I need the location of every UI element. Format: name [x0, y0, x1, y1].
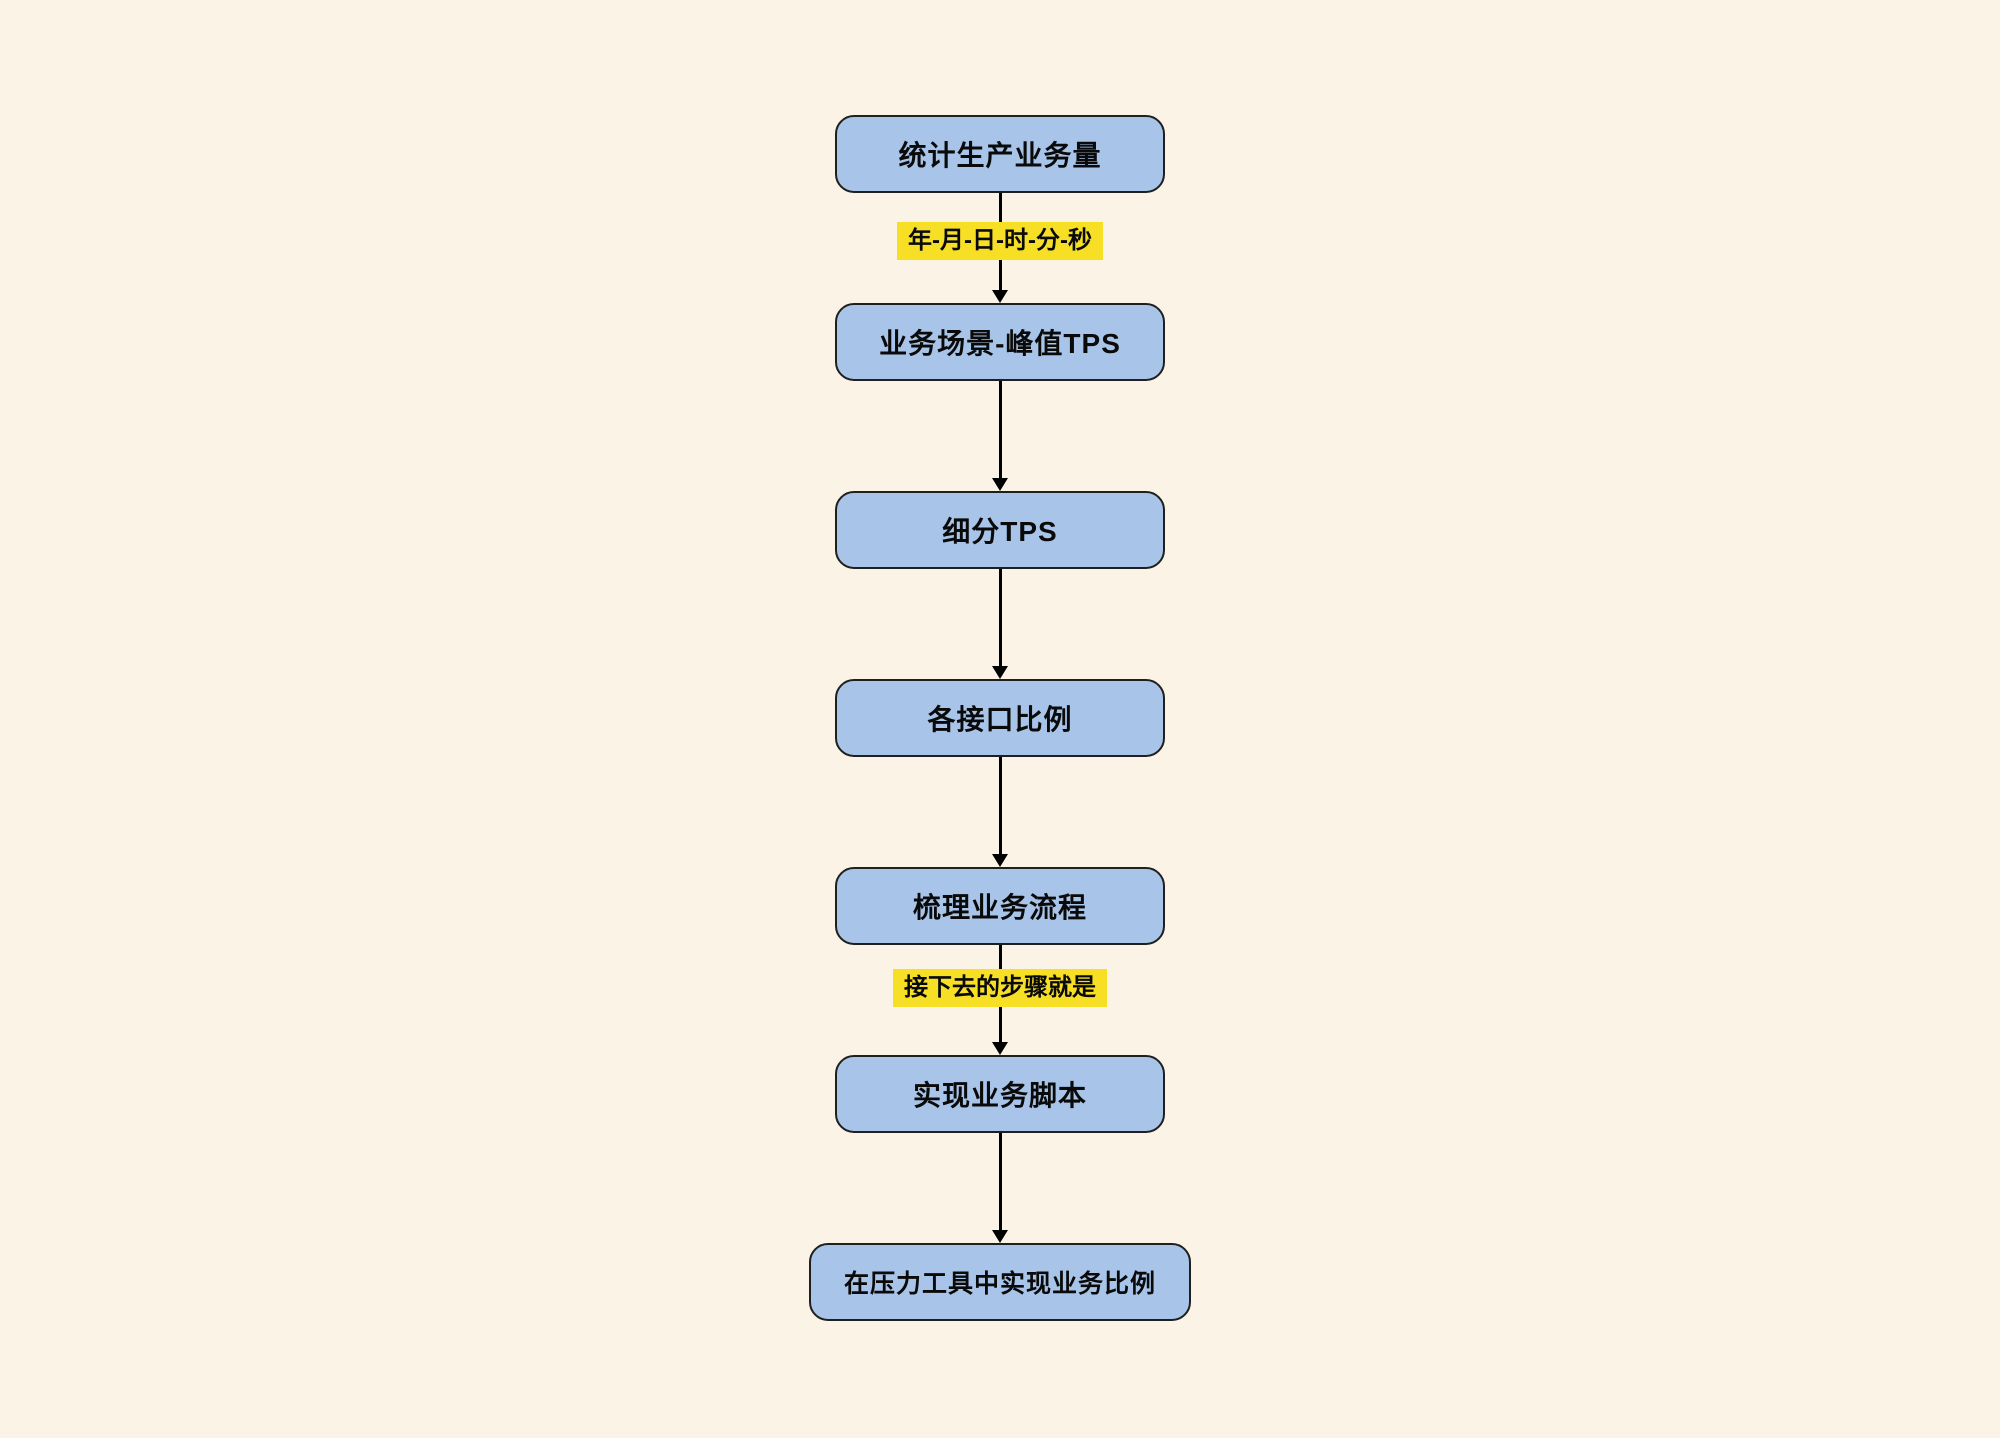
- connector-2: [992, 381, 1008, 491]
- flow-node-5[interactable]: 梳理业务流程: [835, 867, 1165, 945]
- connector-line: [998, 1133, 1002, 1230]
- connector-line: [998, 569, 1002, 666]
- connector-4: [992, 757, 1008, 867]
- arrowhead-down-icon: [992, 854, 1008, 867]
- arrowhead-down-icon: [992, 290, 1008, 303]
- flow-node-3[interactable]: 细分TPS: [835, 491, 1165, 569]
- arrowhead-down-icon: [992, 666, 1008, 679]
- connector-line: [998, 381, 1002, 478]
- flow-node-6[interactable]: 实现业务脚本: [835, 1055, 1165, 1133]
- edge-label-1[interactable]: 年-月-日-时-分-秒: [897, 222, 1103, 260]
- flow-node-1[interactable]: 统计生产业务量: [835, 115, 1165, 193]
- flow-node-7[interactable]: 在压力工具中实现业务比例: [809, 1243, 1191, 1321]
- arrowhead-down-icon: [992, 1042, 1008, 1055]
- connector-6: [992, 1133, 1008, 1243]
- arrowhead-down-icon: [992, 1230, 1008, 1243]
- connector-3: [992, 569, 1008, 679]
- arrowhead-down-icon: [992, 478, 1008, 491]
- flow-node-2[interactable]: 业务场景-峰值TPS: [835, 303, 1165, 381]
- flow-node-4[interactable]: 各接口比例: [835, 679, 1165, 757]
- connector-line: [998, 757, 1002, 854]
- edge-label-2[interactable]: 接下去的步骤就是: [893, 969, 1107, 1007]
